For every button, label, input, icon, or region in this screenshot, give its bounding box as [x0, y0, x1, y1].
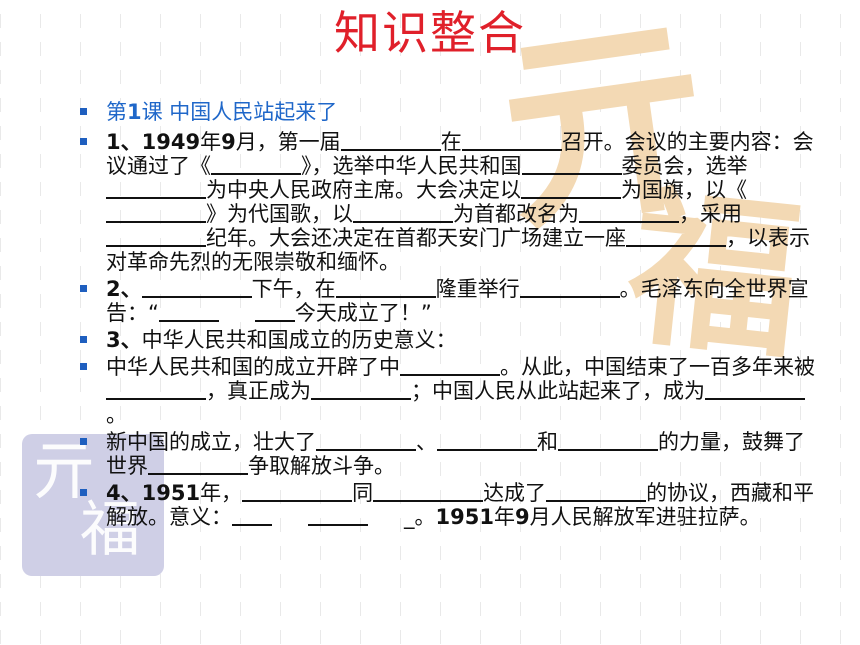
blank[interactable] [558, 431, 658, 451]
text: 中华人民共和国成立的历史意义： [141, 328, 457, 352]
text: 为国旗，以《 [621, 178, 747, 202]
text: 的协议，西藏和平解放。意义： [106, 481, 815, 529]
text: ，以表示对革命先烈的无限崇敬和缅怀。 [106, 226, 810, 274]
text: ，真正成为 [206, 379, 311, 403]
blank[interactable] [335, 278, 436, 298]
bullet-icon [80, 108, 87, 115]
text: 达成了 [483, 481, 547, 505]
text: 月人民解放军进驻拉萨。 [529, 505, 761, 529]
text: ；中国人民从此站起来了，成为 [411, 379, 705, 403]
bullet-icon [80, 438, 87, 445]
text: 新中国的成立，壮大了 [106, 430, 316, 454]
bullet-icon [80, 138, 87, 145]
blank[interactable] [148, 455, 248, 475]
text: 和 [537, 430, 558, 454]
text: 9 [221, 130, 236, 154]
seal-glyph-bottom: 福 [80, 495, 140, 565]
blank[interactable] [211, 155, 301, 175]
blank[interactable] [232, 506, 272, 526]
blank[interactable] [106, 380, 206, 400]
seal-logo: 亓 福 [22, 434, 164, 576]
blank[interactable] [254, 302, 295, 322]
text: 年， [200, 481, 243, 505]
text: 隆重举行 [435, 277, 520, 301]
lesson-number: 1 [127, 100, 142, 124]
text: 为首都改名为 [453, 202, 579, 226]
text: 月，第一届 [235, 130, 341, 154]
blank[interactable] [311, 380, 411, 400]
bullet-icon [80, 489, 87, 496]
list-item-lesson: 第1课 中国人民站起来了 [80, 100, 825, 124]
item-lead: 2、 [106, 277, 142, 301]
text: 在 [440, 130, 462, 154]
list-item-6: 4、1951年， 同 达成了的协议，西藏和平解放。意义：_。1951年9月人民解放军… [80, 481, 825, 529]
text: 》，选举中华人民共和国 [301, 154, 522, 178]
blank[interactable] [316, 431, 416, 451]
list-item-3: 3、中华人民共和国成立的历史意义： [80, 328, 825, 352]
blank[interactable] [521, 179, 621, 199]
item-lead: 3、 [106, 328, 142, 352]
blank[interactable] [519, 278, 620, 298]
text: 年 [200, 130, 222, 154]
text: 》为代国歌，以 [206, 202, 353, 226]
text: 今天成立了！” [294, 301, 432, 325]
lesson-prefix: 第 [106, 100, 127, 124]
item-lead: 4、1951 [106, 481, 201, 505]
blank[interactable] [353, 203, 453, 223]
blank[interactable] [437, 431, 537, 451]
text: 中华人民共和国的成立开辟了中 [106, 355, 400, 379]
bullet-icon [80, 336, 87, 343]
bullet-icon [80, 285, 87, 292]
blank[interactable] [242, 482, 353, 502]
blank[interactable] [705, 380, 805, 400]
lesson-title: 课 中国人民站起来了 [141, 100, 338, 124]
blank[interactable] [579, 203, 679, 223]
list-item-1: 1、1949年9月，第一届 在召开。会议的主要内容：会议通过了《》，选举中华人民共… [80, 130, 825, 274]
text: 下午，在 [251, 277, 336, 301]
blank[interactable] [373, 482, 484, 502]
text: 为中央人民政府主席。大会决定以 [206, 178, 521, 202]
blank[interactable] [340, 131, 441, 151]
list-item-4: 中华人民共和国的成立开辟了中 。从此，中国结束了一百多年来被 ，真正成为 ；中国人民从… [80, 355, 825, 427]
text: 1951 [435, 505, 494, 529]
blank[interactable] [626, 227, 726, 247]
blank[interactable] [521, 155, 622, 175]
text: 9 [514, 505, 530, 529]
blank[interactable] [106, 227, 206, 247]
blank[interactable] [158, 302, 219, 322]
text: 的力量，鼓舞了世界 [106, 430, 805, 478]
text: 。毛泽东向全世界宣告：“ [106, 277, 809, 325]
text: 年 [493, 505, 515, 529]
item-lead: 1、1949 [106, 130, 201, 154]
text: 召开。会议的主要内容：会议通过了《 [106, 130, 814, 178]
text: 争取解放斗争。 [248, 454, 395, 478]
blank[interactable] [308, 506, 368, 526]
blank[interactable] [106, 203, 206, 223]
text: 、 [416, 430, 437, 454]
text: 。从此，中国结束了一百多年来被 [500, 355, 815, 379]
bullet-icon [80, 363, 87, 370]
text: 纪年。大会还决定在首都天安门广场建立一座 [206, 226, 626, 250]
text: ，采用 [679, 202, 742, 226]
list-item-5: 新中国的成立，壮大了 、 和的力量，鼓舞了世界争取解放斗争。 [80, 430, 825, 478]
list-item-2: 2、 下午，在 隆重举行。毛泽东向全世界宣告：“今天成立了！” [80, 277, 825, 325]
text: 委员会，选举 [621, 154, 748, 178]
content-list: 第1课 中国人民站起来了 1、1949年9月，第一届在召开。会议的主要内容：会议… [80, 100, 825, 532]
blank[interactable] [141, 278, 252, 298]
page-title: 知识整合 [334, 6, 526, 60]
text: 。 [106, 403, 127, 427]
text: _。 [404, 505, 436, 529]
blank[interactable] [400, 356, 500, 376]
blank[interactable] [461, 131, 562, 151]
blank[interactable] [106, 179, 206, 199]
text: 同 [352, 481, 374, 505]
blank[interactable] [546, 482, 647, 502]
